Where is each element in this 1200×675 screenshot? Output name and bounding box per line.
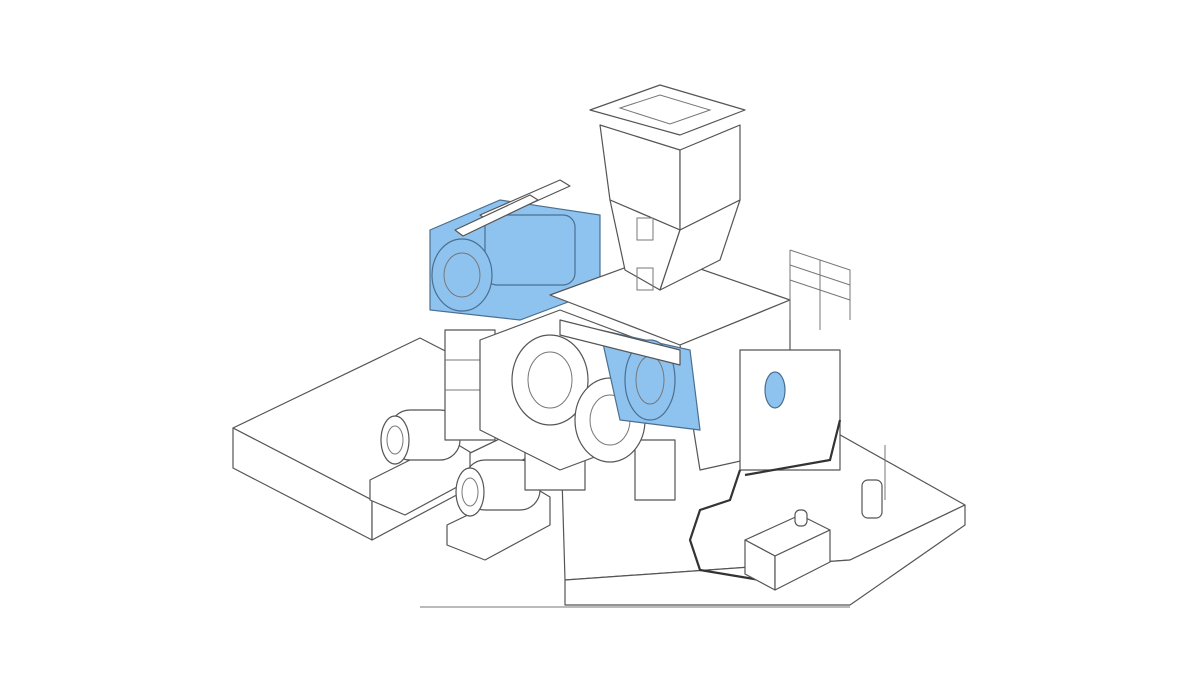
roll-press-upper <box>429 179 601 321</box>
control-cabinet <box>744 509 831 591</box>
gas-cylinder <box>861 445 886 519</box>
platform-railing <box>739 249 851 471</box>
feed-hopper <box>589 84 746 291</box>
cable-tray <box>688 419 842 582</box>
